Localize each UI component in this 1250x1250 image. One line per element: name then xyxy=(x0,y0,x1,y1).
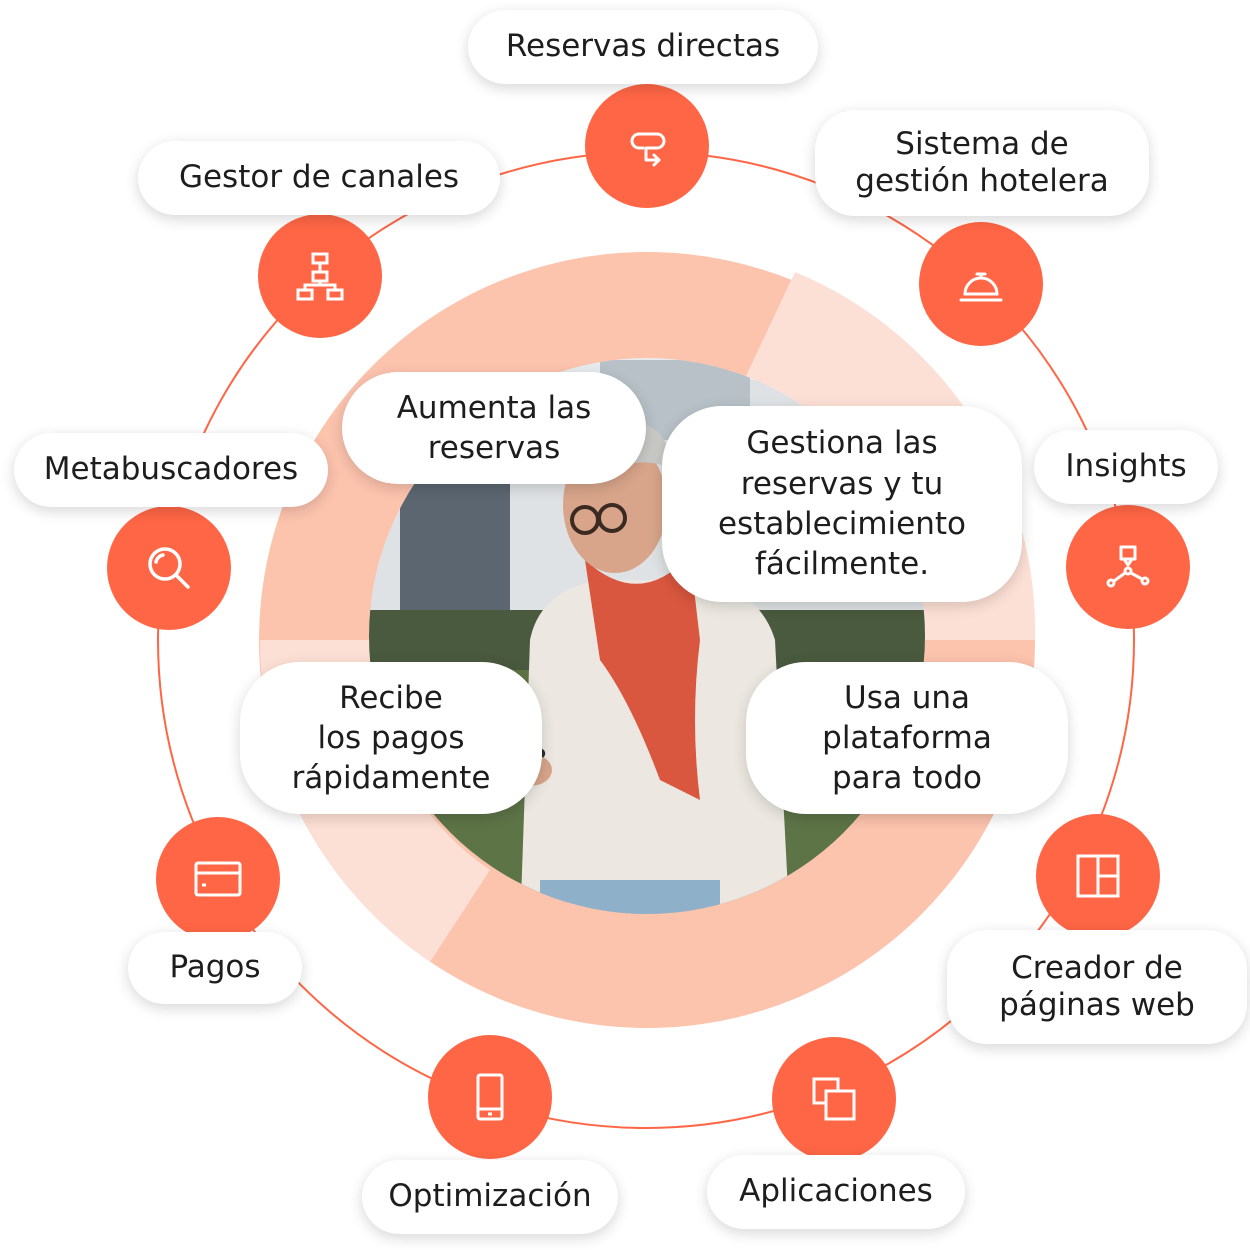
direct-bookings-label[interactable]: Reservas directas xyxy=(468,10,818,84)
benefit-one-platform: Usa una plataforma para todo xyxy=(746,662,1068,814)
flow-arrow-icon xyxy=(630,132,666,167)
benefit-manage-easily: Gestiona las reservas y tu establecimien… xyxy=(662,406,1022,602)
magnifier-icon xyxy=(148,547,190,589)
direct-bookings-node[interactable] xyxy=(585,84,709,208)
mobile-phone-icon xyxy=(476,1073,504,1121)
benefit-increase-bookings: Aumenta las reservas xyxy=(342,372,646,484)
payments-node[interactable] xyxy=(156,817,280,941)
apps-node[interactable] xyxy=(772,1037,896,1161)
insights-node[interactable] xyxy=(1066,505,1190,629)
apps-label[interactable]: Aplicaciones xyxy=(707,1155,965,1229)
payments-label[interactable]: Pagos xyxy=(128,932,302,1004)
benefit-fast-payments: Recibe los pagos rápidamente xyxy=(240,662,542,814)
layout-grid-icon xyxy=(1076,854,1120,898)
pms-node[interactable] xyxy=(919,222,1043,346)
insights-label[interactable]: Insights xyxy=(1034,430,1218,504)
optimization-node[interactable] xyxy=(428,1035,552,1159)
channel-manager-node[interactable] xyxy=(258,214,382,338)
optimization-label[interactable]: Optimización xyxy=(362,1160,618,1234)
channel-manager-label[interactable]: Gestor de canales xyxy=(138,141,500,215)
copy-windows-icon xyxy=(812,1077,856,1121)
network-nodes-icon xyxy=(1106,545,1150,588)
metasearch-label[interactable]: Metabuscadores xyxy=(14,433,328,507)
website-builder-node[interactable] xyxy=(1036,814,1160,938)
metasearch-node[interactable] xyxy=(107,506,231,630)
service-bell-icon xyxy=(959,272,1003,302)
credit-card-icon xyxy=(194,861,242,897)
website-builder-label[interactable]: Creador de páginas web xyxy=(947,930,1247,1044)
sitemap-icon xyxy=(296,252,344,301)
pms-label[interactable]: Sistema de gestión hotelera xyxy=(815,110,1149,216)
